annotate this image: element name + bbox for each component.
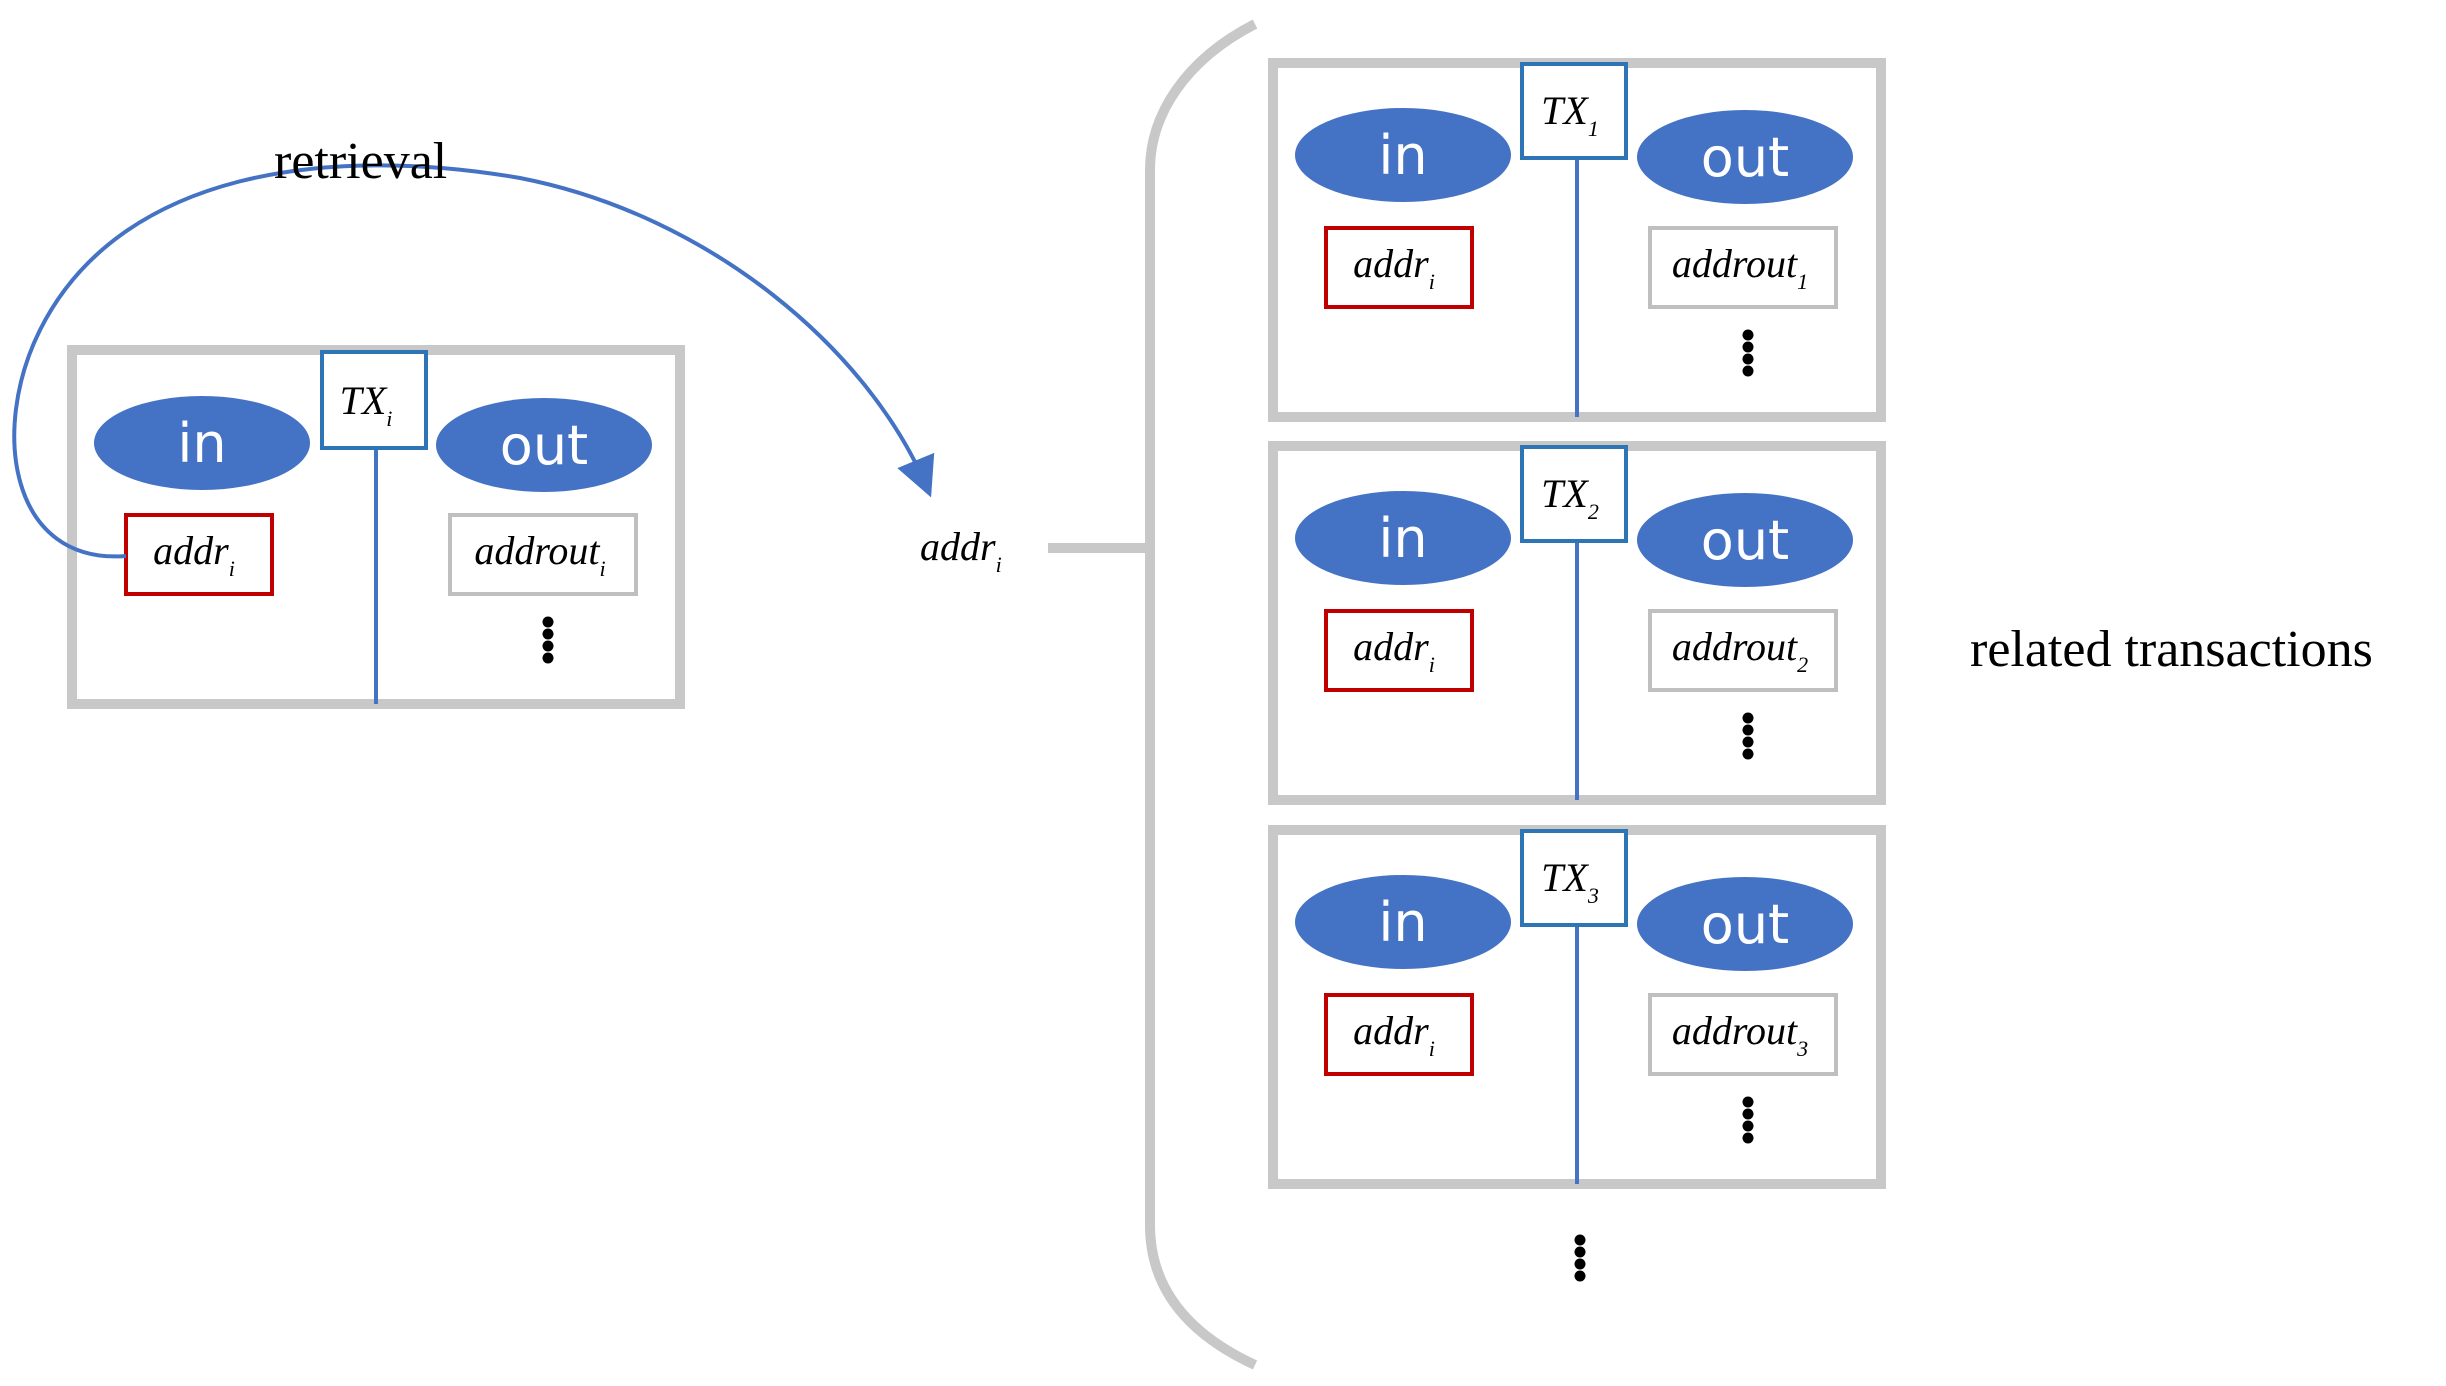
more-outputs-ellipsis [1742,712,1754,760]
output-address-box [448,513,638,596]
retrieval-label: retrieval [274,133,447,190]
input-address-box [1324,609,1474,692]
more-outputs-ellipsis [1742,1096,1754,1144]
source-transaction: TXi in out addri addrouti [67,345,685,709]
output-address-box [1648,226,1838,309]
output-address-label: addrout3 [1672,1008,1808,1061]
output-address-box [1648,609,1838,692]
input-label: in [1378,507,1427,570]
input-address-label: addri [1353,1008,1435,1061]
tx-label: TX3 [1541,855,1599,908]
input-label: in [177,412,226,475]
input-address-box [124,513,274,596]
tx-label: TX2 [1541,471,1599,524]
input-address-box [1324,226,1474,309]
related-transaction-1: TX1 in out addri addrout1 [1268,58,1886,422]
tx-label-box [1520,829,1628,927]
output-label: out [1701,509,1789,572]
input-label: in [1378,124,1427,187]
query-address-label: addri [920,524,1002,577]
input-ellipse [1295,491,1511,585]
output-label: out [1701,893,1789,956]
output-ellipse [436,398,652,492]
output-ellipse [1637,877,1853,971]
tx-label: TX1 [1541,88,1599,141]
grouping-brace [1145,19,1258,1370]
input-address-label: addri [1353,241,1435,294]
related-transaction-3: TX3 in out addri addrout3 [1268,825,1886,1189]
more-transactions-ellipsis [1574,1234,1586,1282]
output-label: out [500,414,588,477]
tx-label-box [1520,62,1628,160]
tx-label: TXi [340,378,393,431]
tx-label-box [1520,445,1628,543]
retrieval-arrow [12,163,935,559]
input-address-label: addri [153,528,235,581]
input-address-box [1324,993,1474,1076]
more-outputs-ellipsis [542,616,554,664]
output-ellipse [1637,493,1853,587]
output-label: out [1701,126,1789,189]
related-transactions-label: related transactions [1970,621,2373,678]
input-ellipse [1295,875,1511,969]
output-address-label: addrout1 [1672,241,1808,294]
input-ellipse [1295,108,1511,202]
input-address-label: addri [1353,624,1435,677]
input-label: in [1378,891,1427,954]
output-address-label: addrout2 [1672,624,1808,677]
related-transaction-2: TX2 in out addri addrout2 [1268,441,1886,805]
output-address-label: addrouti [474,528,605,581]
input-ellipse [94,396,310,490]
more-outputs-ellipsis [1742,329,1754,377]
output-ellipse [1637,110,1853,204]
tx-label-box [320,350,428,450]
output-address-box [1648,993,1838,1076]
